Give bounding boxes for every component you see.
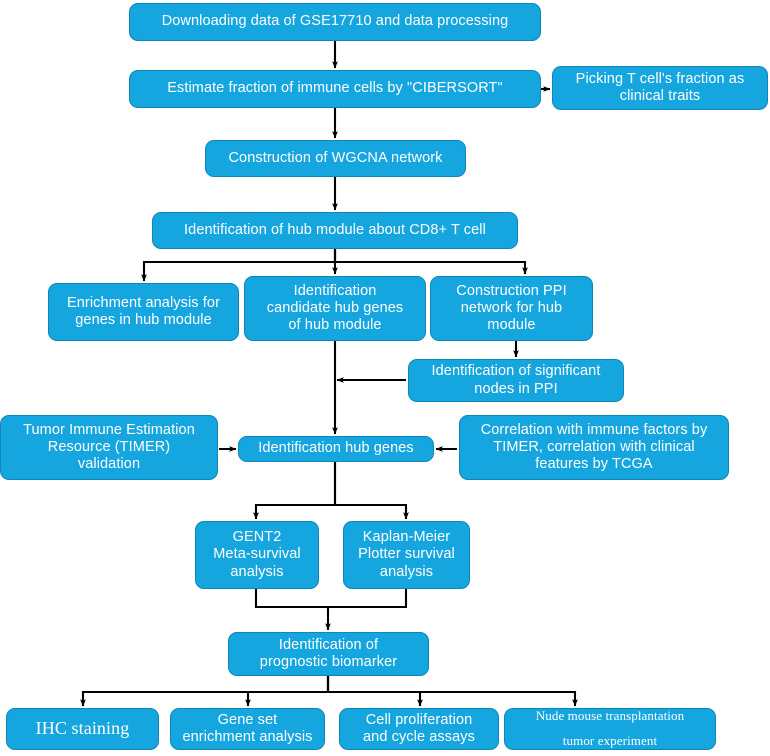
flowchart-node-hubgenes[interactable]: Identification hub genes [238,436,434,462]
edge-prognostic-to-nudemouse [326,676,578,707]
flowchart-node-kaplan[interactable]: Kaplan-Meier Plotter survival analysis [343,521,470,589]
flowchart-node-enrichment[interactable]: Enrichment analysis for genes in hub mod… [48,283,239,341]
flowchart-node-signodes[interactable]: Identification of significant nodes in P… [408,359,624,402]
edge-prognostic-to-gsea [245,676,330,707]
flowchart-node-candidate[interactable]: Identification candidate hub genes of hu… [244,276,426,341]
flowchart-node-gsea[interactable]: Gene set enrichment analysis [170,708,325,750]
flowchart-node-ppi[interactable]: Construction PPI network for hub module [430,276,593,341]
flowchart-node-correlation[interactable]: Correlation with immune factors by TIMER… [459,415,729,480]
flowchart-node-gent2[interactable]: GENT2 Meta-survival analysis [195,521,319,589]
edge-hubmodule-to-ppi [333,249,528,275]
edge-group-no-arrow [254,589,408,609]
flowchart-node-cibersort[interactable]: Estimate fraction of immune cells by "CI… [129,70,541,108]
flowchart-node-wgcna[interactable]: Construction of WGCNA network [205,140,466,177]
flowchart-node-hubmodule[interactable]: Identification of hub module about CD8+ … [152,212,518,249]
edge-hubgenes-to-kaplan [333,462,409,520]
flowchart-node-nudemouse[interactable]: Nude mouse transplantation tumor experim… [504,708,716,750]
flowchart-node-tcellfrac[interactable]: Picking T cell's fraction as clinical tr… [552,66,768,110]
edge-survival-merge [254,589,408,609]
flowchart-node-timer[interactable]: Tumor Immune Estimation Resource (TIMER)… [0,415,218,480]
flowchart-node-ihc[interactable]: IHC staining [6,708,159,750]
flowchart-node-prognostic[interactable]: Identification of prognostic biomarker [228,632,429,676]
edge-prognostic-to-ihc [80,676,330,707]
edge-hubgenes-to-gent2 [253,462,337,520]
flowchart-node-proliferation[interactable]: Cell proliferation and cycle assays [339,708,499,750]
flowchart-node-download[interactable]: Downloading data of GSE17710 and data pr… [129,3,541,41]
edge-prognostic-to-proliferation [326,676,423,707]
